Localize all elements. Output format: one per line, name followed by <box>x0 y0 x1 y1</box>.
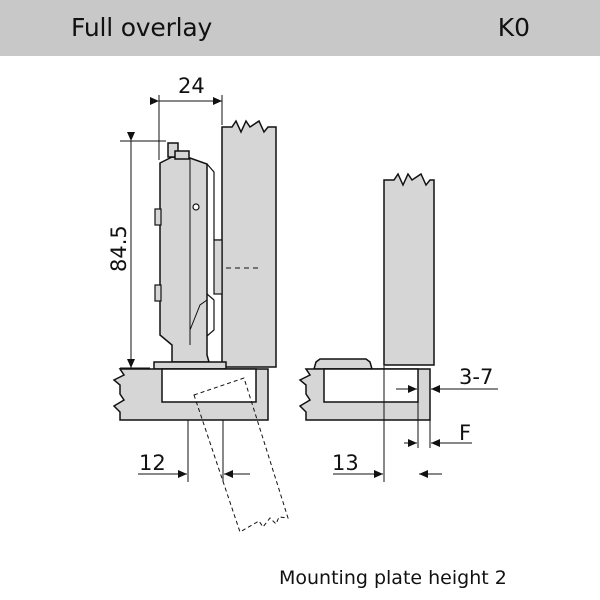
door-panel-left <box>221 119 277 368</box>
dimension-13 <box>333 366 442 482</box>
dimension-12 <box>138 420 250 482</box>
mounting-plate-caption: Mounting plate height 2 <box>279 567 507 589</box>
dimension-24-label: 24 <box>178 74 205 98</box>
dimension-84-5-label: 84.5 <box>107 225 131 272</box>
dimension-84-5 <box>120 132 166 369</box>
dimension-24 <box>150 95 223 160</box>
dimension-13-label: 13 <box>332 451 359 475</box>
overlay-code: K0 <box>497 13 530 42</box>
header-bar: Full overlay K0 <box>0 0 600 56</box>
hinge-technical-drawing: 24 84.5 12 3-7 F 13 <box>107 74 498 533</box>
mounting-plate-right <box>313 358 373 370</box>
dimension-3-7-label: 3-7 <box>459 365 493 389</box>
dimension-3-7 <box>396 382 498 448</box>
hinge-cup-recess-left <box>161 368 257 403</box>
mounting-plate-left <box>153 361 227 370</box>
door-panel-right <box>383 172 435 366</box>
dimension-12-label: 12 <box>139 451 166 475</box>
overlay-type-title: Full overlay <box>71 13 213 42</box>
dimension-f-label: F <box>459 421 471 445</box>
hinge-body-left <box>154 142 223 363</box>
open-door-dashed <box>193 377 289 533</box>
hinge-cup-recess-right <box>323 368 419 403</box>
